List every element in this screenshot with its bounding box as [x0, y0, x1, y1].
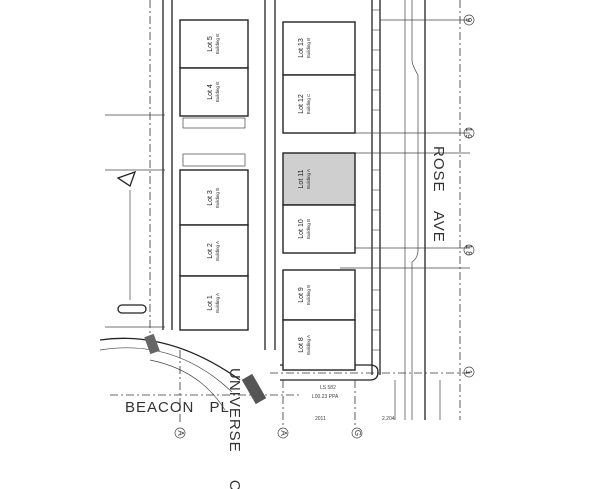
grid-bubble: 1 9 [464, 127, 473, 139]
lot-label: Lot 9 [298, 287, 305, 303]
lot-5[interactable] [179, 19, 249, 69]
building-label: Building A [215, 241, 220, 261]
lot-2[interactable] [179, 224, 249, 277]
dimension-note: 2.204 [382, 416, 395, 422]
building-label: Building B [306, 285, 311, 305]
building-label: Building B [215, 188, 220, 208]
dimension-note: 2011 [315, 416, 326, 422]
grid-bubble: A [176, 430, 185, 436]
street-label-beacon-pl: BEACON PL [125, 399, 230, 416]
lot-8[interactable] [282, 319, 356, 371]
building-label: Building C [306, 93, 311, 114]
dimension-note: LS 582 [320, 385, 336, 391]
lot-11[interactable] [282, 152, 356, 206]
building-label: Building A [306, 335, 311, 355]
building-label: Building B [306, 219, 311, 239]
grid-bubble: 9 [464, 18, 473, 23]
building-label: Building A [215, 293, 220, 313]
lot-label: Lot 3 [207, 190, 214, 206]
lot-label: Lot 1 [207, 295, 214, 311]
building-label: Building A [306, 169, 311, 189]
lot-label: Lot 10 [298, 219, 305, 239]
building-label: Building B [215, 82, 220, 102]
grid-bubble: G [353, 430, 362, 436]
grid-bubble: 1 8 [464, 244, 473, 256]
street-lines [99, 0, 470, 425]
lot-label: Lot 12 [298, 94, 305, 114]
lot-10[interactable] [282, 204, 356, 254]
lot-9[interactable] [282, 269, 356, 321]
building-label: Building B [215, 34, 220, 54]
lot-8-13-block [282, 21, 356, 371]
lot-label: Lot 4 [207, 84, 214, 100]
street-label-universe-cir: UNIVERSE CIR [226, 368, 243, 489]
lot-label: Lot 13 [298, 38, 305, 58]
lot-12[interactable] [282, 74, 356, 134]
lot-1[interactable] [179, 275, 249, 331]
grid-bubble: A [279, 430, 288, 436]
lot-1-5-block [179, 19, 249, 331]
grid-bubble: 1 [464, 370, 473, 375]
lot-label: Lot 8 [298, 337, 305, 353]
lot-13[interactable] [282, 21, 356, 76]
lot-4[interactable] [179, 67, 249, 117]
dimension-note: L00.23 PPA [312, 394, 339, 400]
building-label: Building B [306, 38, 311, 58]
lot-label: Lot 2 [207, 243, 214, 259]
lot-label: Lot 11 [298, 169, 305, 188]
street-label-rose-ave: ROSE AVE [430, 146, 447, 243]
grid-bubbles: 9 1 9 1 8 1 A A G [174, 14, 475, 439]
lot-label: Lot 5 [207, 36, 214, 52]
lot-3[interactable] [179, 169, 249, 226]
